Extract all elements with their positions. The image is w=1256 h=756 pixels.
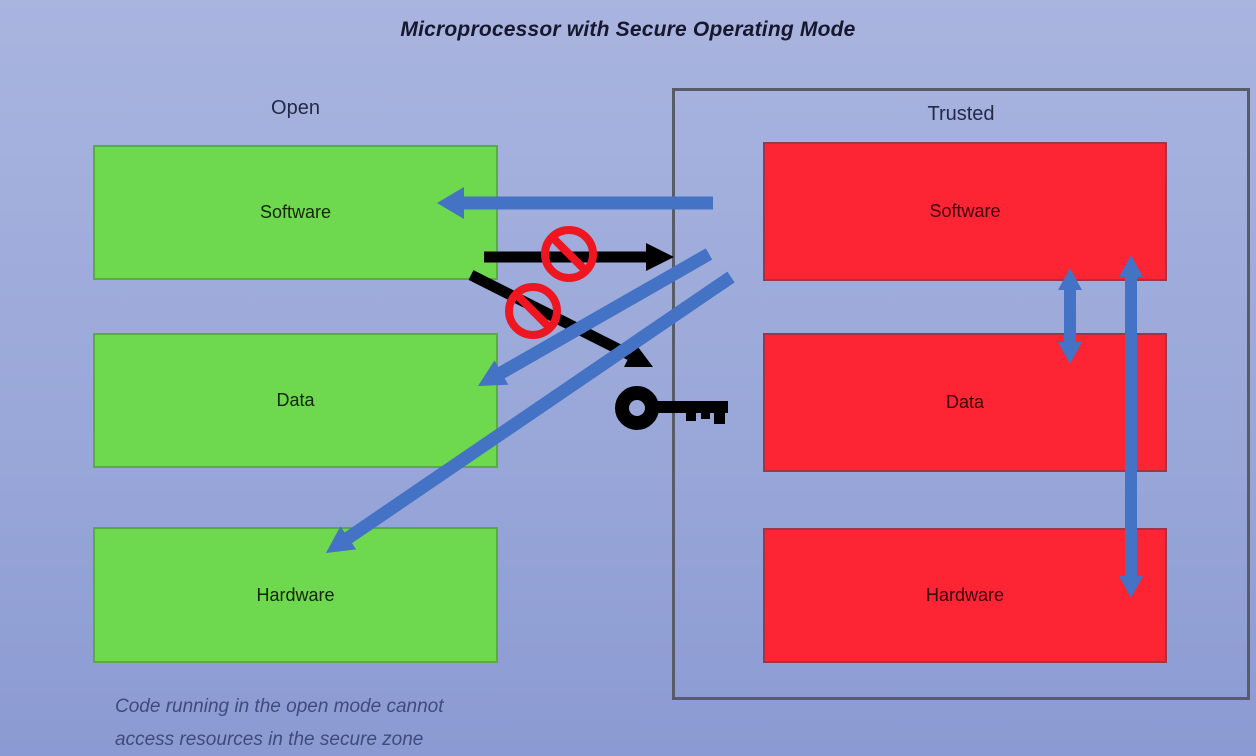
trusted-software-label: Software bbox=[929, 201, 1001, 221]
no-entry-icon bbox=[541, 226, 597, 282]
trusted-hardware-box: Hardware bbox=[763, 528, 1167, 663]
caption-line-2: access resources in the secure zone bbox=[115, 729, 424, 750]
open-hardware-label: Hardware bbox=[256, 584, 335, 605]
trusted-hardware-label: Hardware bbox=[925, 585, 1005, 605]
open-zone-label: Open bbox=[271, 97, 320, 119]
no-entry-icon bbox=[505, 283, 561, 339]
caption-line-1: Code running in the open mode cannot bbox=[115, 696, 444, 717]
open-to-trusted-diagonal-blocked-arrow bbox=[468, 270, 653, 367]
diagram-title: Microprocessor with Secure Operating Mod… bbox=[400, 18, 856, 41]
open-to-trusted-blocked-arrow bbox=[484, 243, 674, 271]
trusted-zone-label: Trusted bbox=[927, 103, 995, 125]
trusted-data-box: Data bbox=[763, 333, 1167, 472]
caption-text: Code running in the open mode cannot acc… bbox=[115, 690, 444, 756]
open-data-box: Data bbox=[93, 333, 498, 468]
trusted-software-box: Software bbox=[763, 142, 1167, 281]
open-software-label: Software bbox=[259, 202, 332, 222]
open-data-label: Data bbox=[276, 390, 315, 410]
trusted-data-label: Data bbox=[945, 392, 985, 412]
open-hardware-box: Hardware bbox=[93, 527, 498, 663]
open-software-box: Software bbox=[93, 145, 498, 280]
